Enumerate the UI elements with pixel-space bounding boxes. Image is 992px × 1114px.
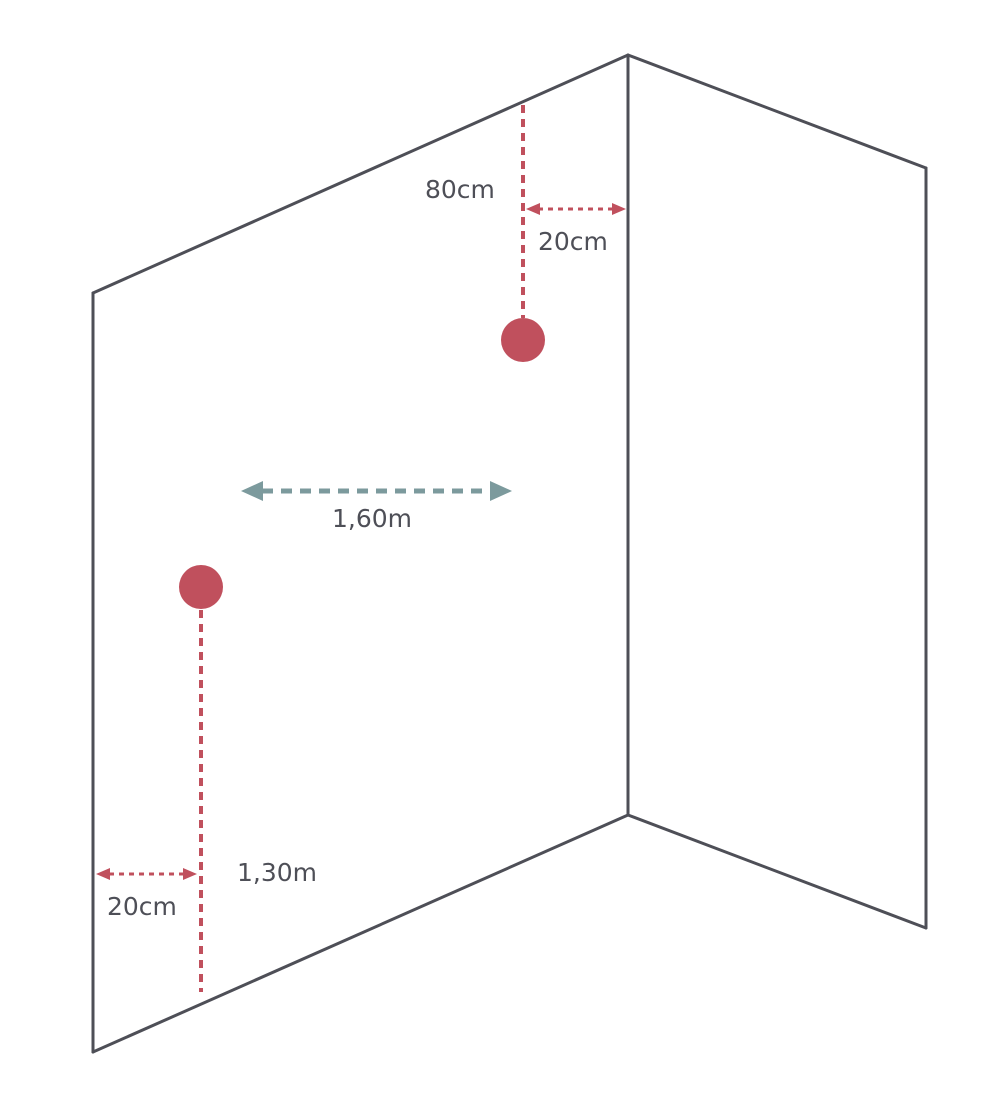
upper-vertical-label: 80cm bbox=[425, 175, 495, 204]
lower-horizontal-arrow-right bbox=[183, 868, 197, 880]
spacing-arrow-right bbox=[490, 481, 512, 501]
right-wall-top-edge bbox=[626, 53, 928, 170]
lower-vertical-label: 1,30m bbox=[237, 858, 317, 887]
spacing-dimension: 1,60m bbox=[241, 481, 512, 533]
left-wall-top-edge bbox=[91, 53, 630, 295]
upper-horizontal-arrow-right bbox=[612, 203, 626, 215]
lower-mounting-point bbox=[179, 565, 223, 609]
lower-point-dimensions: 1,30m 20cm bbox=[96, 610, 317, 992]
right-wall-bottom-edge bbox=[626, 813, 928, 930]
spacing-label: 1,60m bbox=[332, 504, 412, 533]
spacing-arrow-left bbox=[241, 481, 263, 501]
upper-horizontal-label: 20cm bbox=[538, 227, 608, 256]
upper-point-dimensions: 80cm 20cm bbox=[425, 105, 626, 318]
lower-horizontal-label: 20cm bbox=[107, 892, 177, 921]
walls bbox=[91, 53, 928, 1054]
upper-mounting-point bbox=[501, 318, 545, 362]
left-wall-bottom-edge bbox=[91, 813, 630, 1054]
lower-horizontal-arrow-left bbox=[96, 868, 110, 880]
upper-horizontal-arrow-left bbox=[526, 203, 540, 215]
